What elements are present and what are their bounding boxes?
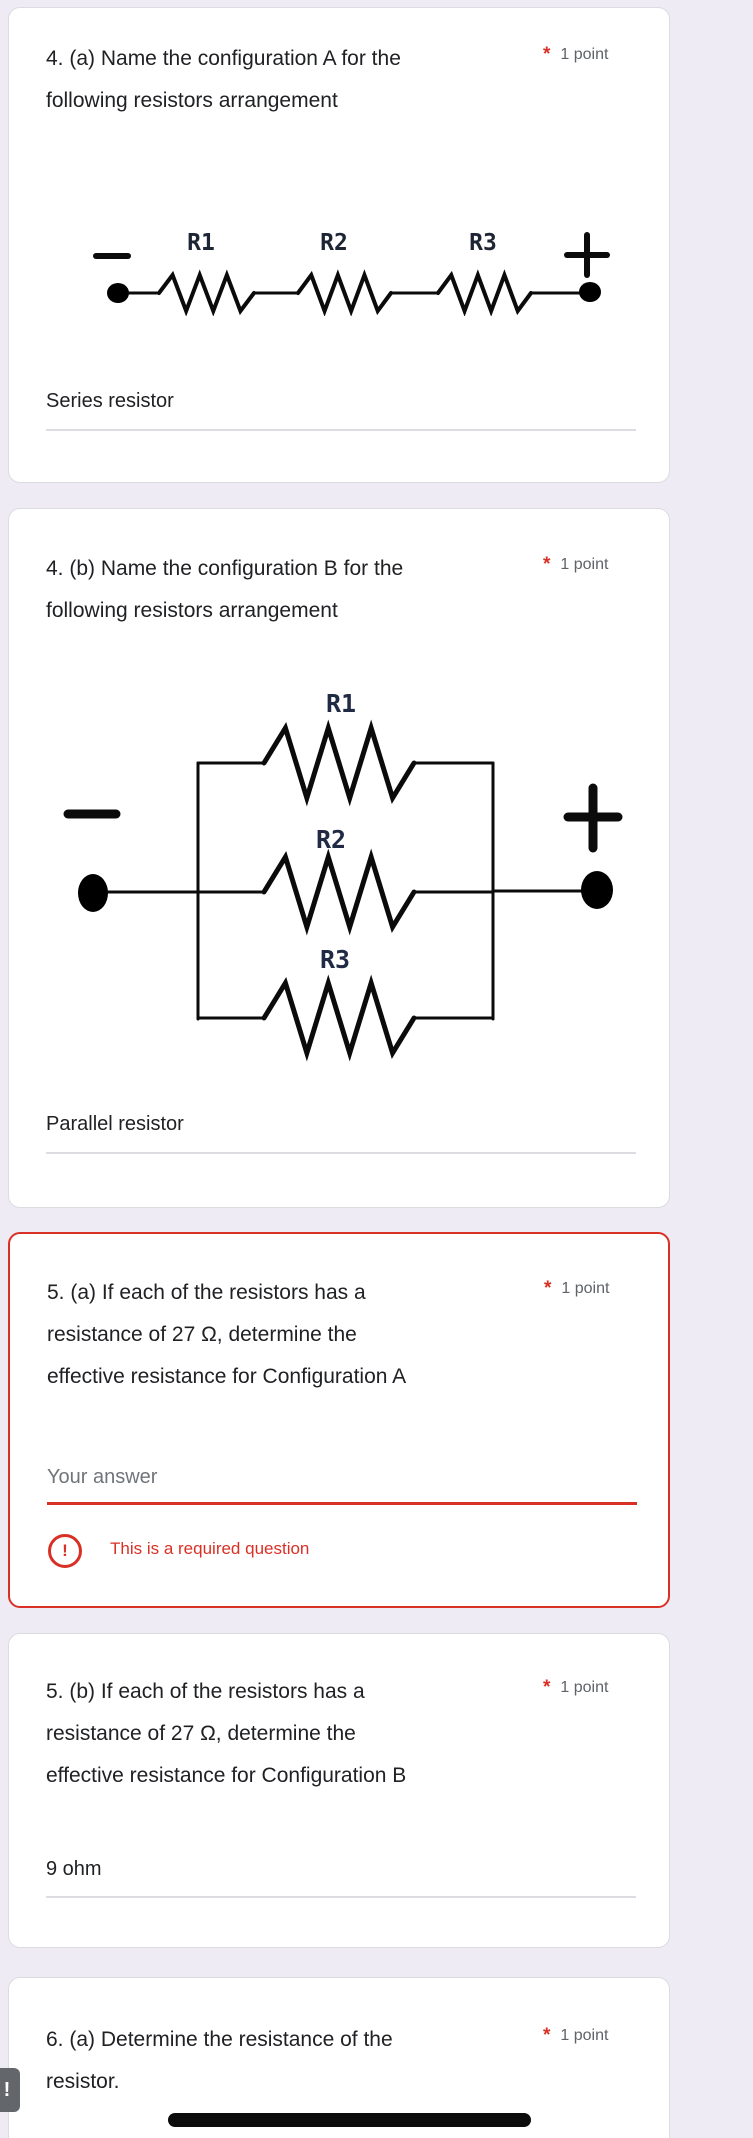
question-card-4b: 4. (b) Name the configuration B for the … (8, 508, 670, 1208)
error-exclamation-icon: ! (48, 1534, 82, 1568)
required-asterisk: * (543, 554, 551, 575)
resistor-label-r2: R2 (315, 825, 347, 854)
question-line: 5. (a) If each of the resistors has a (47, 1281, 366, 1304)
question-line: resistance of 27 Ω, determine the (46, 1722, 356, 1745)
question-text: 4. (b) Name the configuration B for the … (46, 548, 518, 632)
points-row: * 1 point (543, 44, 608, 66)
answer-input[interactable]: Parallel resistor (46, 1113, 184, 1135)
required-asterisk: * (543, 2025, 551, 2046)
question-text: 5. (b) If each of the resistors has a re… (46, 1671, 518, 1797)
question-text: 6. (a) Determine the resistance of the r… (46, 2019, 518, 2103)
resistor-label-r1: R1 (187, 230, 215, 256)
resistor-r1-zigzag (261, 719, 417, 807)
parallel-circuit-diagram (63, 719, 623, 1062)
answer-underline-error (47, 1502, 637, 1505)
redaction-bar (168, 2113, 531, 2127)
series-circuit-diagram (93, 232, 610, 316)
resistor-label-r3: R3 (319, 945, 351, 974)
answer-input[interactable]: 9 ohm (46, 1858, 102, 1880)
resistor-r3-zigzag (436, 269, 533, 316)
answer-underline (46, 429, 636, 431)
points-label: 1 point (560, 556, 609, 573)
question-text: 5. (a) If each of the resistors has a re… (47, 1272, 519, 1398)
question-card-4a: 4. (a) Name the configuration A for the … (8, 7, 670, 483)
question-line: following resistors arrangement (46, 599, 338, 622)
error-exclamation-glyph: ! (62, 1541, 68, 1560)
required-question-error-text: This is a required question (110, 1539, 310, 1558)
question-line: effective resistance for Configuration A (47, 1365, 407, 1388)
resistor-label-r3: R3 (469, 230, 497, 256)
left-terminal-dot (78, 874, 108, 912)
points-row: * 1 point (544, 1278, 609, 1300)
question-line: 5. (b) If each of the resistors has a (46, 1680, 365, 1703)
points-label: 1 point (560, 46, 609, 63)
question-line: resistor. (46, 2070, 120, 2093)
points-label: 1 point (561, 1280, 610, 1297)
required-asterisk: * (543, 1677, 551, 1698)
question-line: 4. (b) Name the configuration B for the (46, 557, 404, 580)
answer-underline (46, 1896, 636, 1898)
required-asterisk: * (543, 44, 551, 65)
answer-input[interactable]: Your answer (47, 1466, 158, 1488)
points-label: 1 point (560, 2027, 609, 2044)
resistor-r1-zigzag (157, 269, 256, 316)
resistor-r2-zigzag (296, 269, 393, 316)
resistor-r2-zigzag (261, 848, 417, 936)
points-row: * 1 point (543, 1677, 608, 1699)
answer-input[interactable]: Series resistor (46, 390, 174, 412)
overlay-alert-icon[interactable]: ! (0, 2068, 20, 2112)
points-label: 1 point (560, 1679, 609, 1696)
question-line: effective resistance for Configuration B (46, 1764, 407, 1787)
left-terminal-dot (107, 283, 129, 303)
required-asterisk: * (544, 1278, 552, 1299)
points-row: * 1 point (543, 554, 608, 576)
resistor-label-r1: R1 (325, 689, 357, 718)
question-line: resistance of 27 Ω, determine the (47, 1323, 357, 1346)
question-card-5a-error: 5. (a) If each of the resistors has a re… (8, 1232, 670, 1608)
question-line: 6. (a) Determine the resistance of the (46, 2028, 393, 2051)
right-terminal-dot (579, 282, 601, 302)
points-row: * 1 point (543, 2025, 608, 2047)
question-card-5b: 5. (b) If each of the resistors has a re… (8, 1633, 670, 1948)
resistor-r3-zigzag (261, 974, 417, 1062)
question-card-6a: 6. (a) Determine the resistance of the r… (8, 1977, 670, 2138)
right-terminal-dot (581, 871, 613, 909)
answer-underline (46, 1152, 636, 1154)
alert-glyph: ! (3, 2078, 11, 2101)
question-text: 4. (a) Name the configuration A for the … (46, 38, 518, 122)
resistor-label-r2: R2 (320, 230, 348, 256)
question-line: following resistors arrangement (46, 89, 338, 112)
question-line: 4. (a) Name the configuration A for the (46, 47, 401, 70)
